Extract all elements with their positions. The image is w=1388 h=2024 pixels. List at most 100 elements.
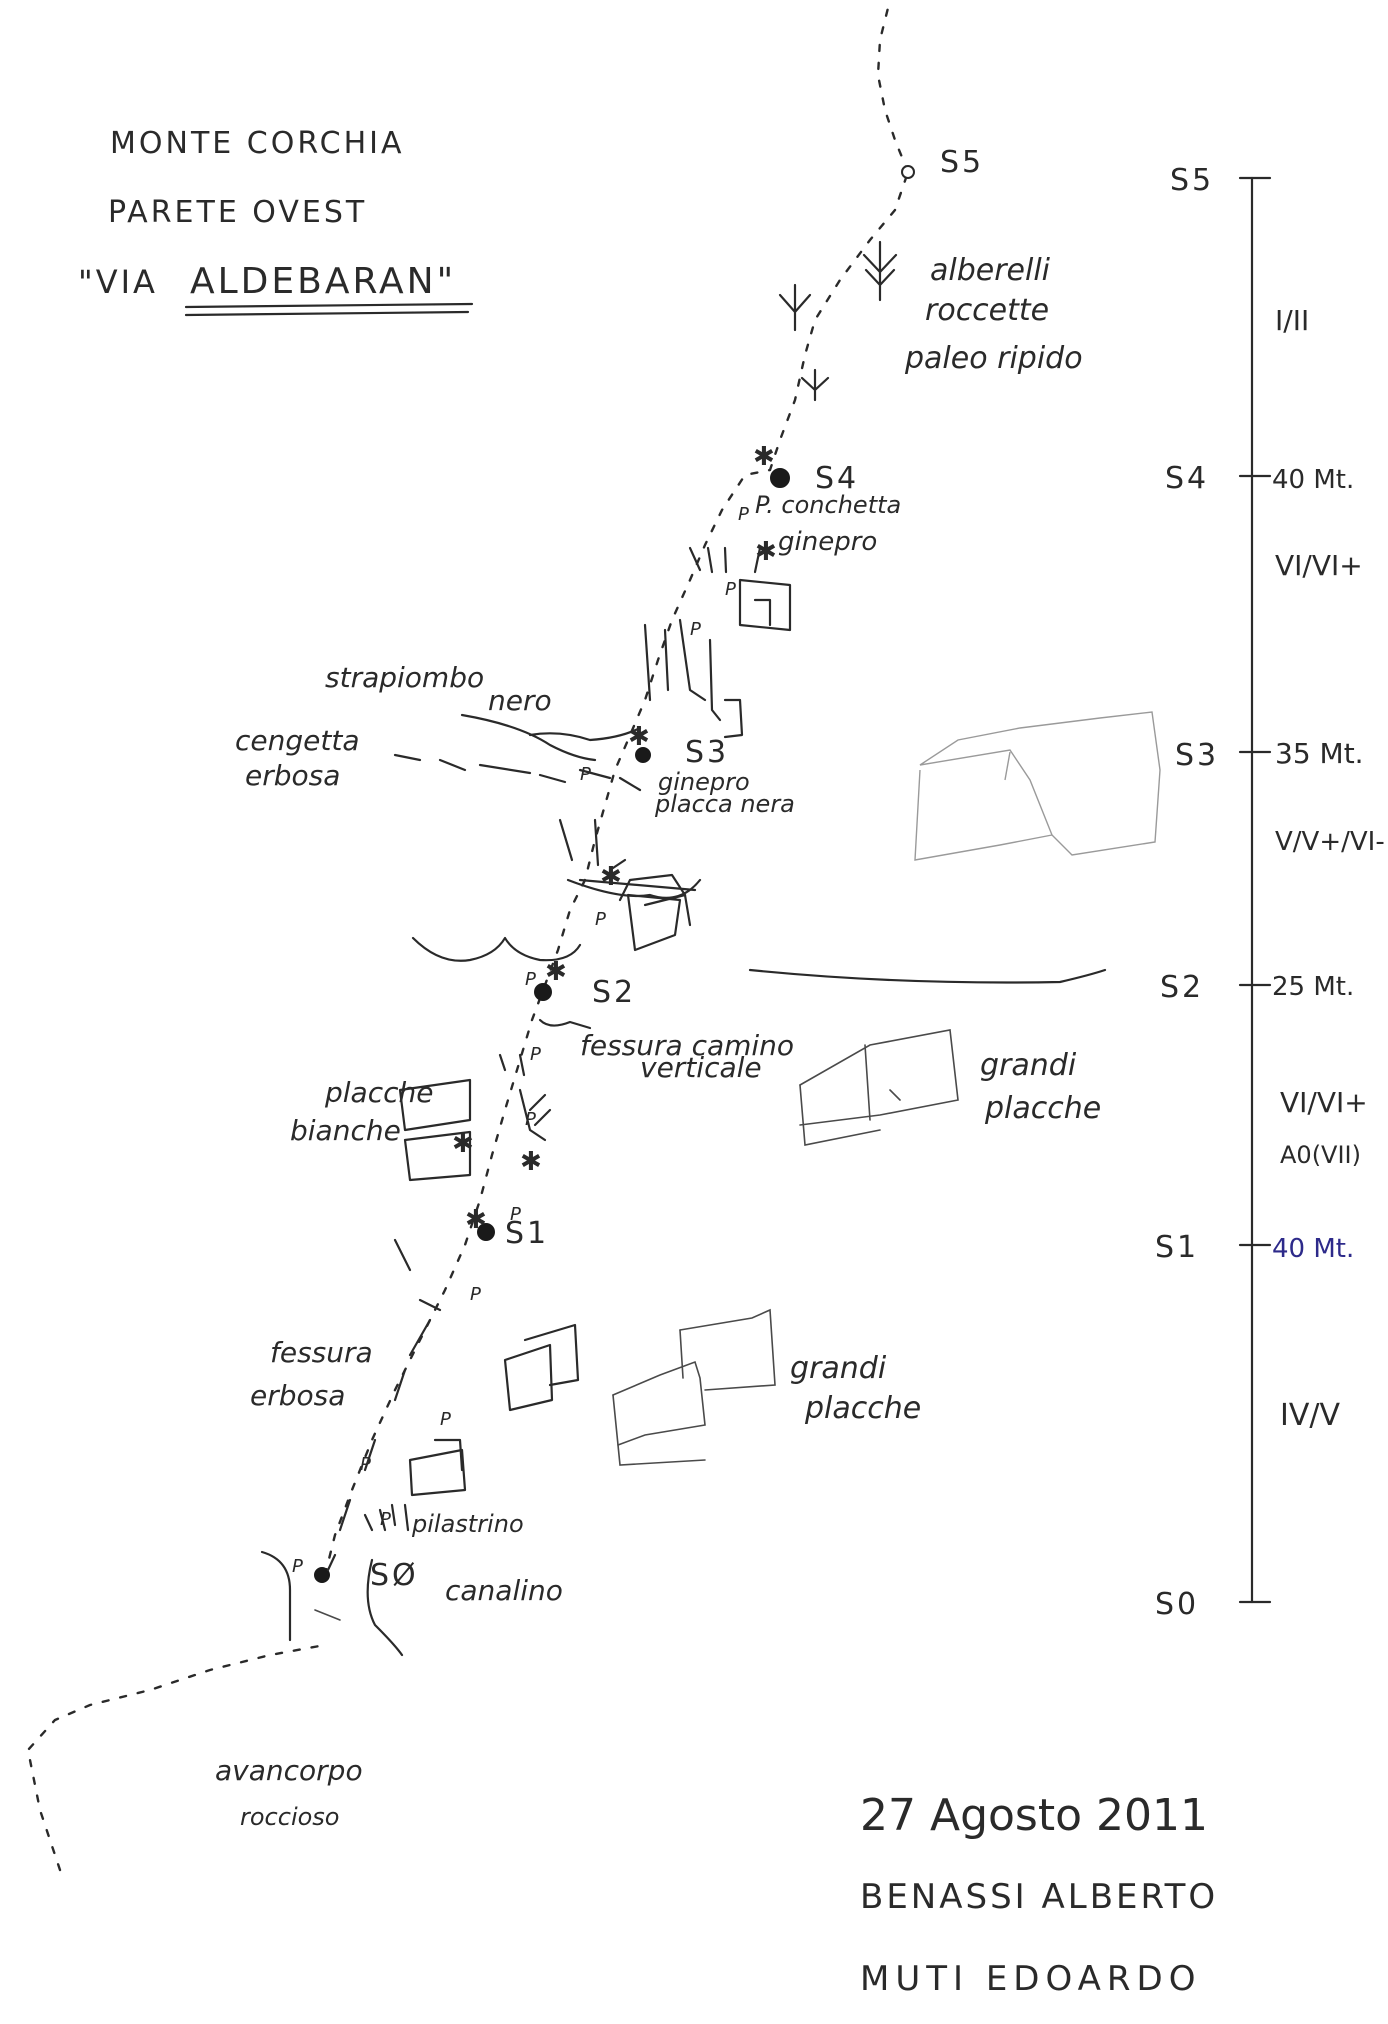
note-paleo-ripido: paleo ripido: [904, 341, 1083, 376]
grade-pitch-5: I/II: [1275, 304, 1309, 337]
shrub-icon: [688, 546, 762, 574]
note-conchetta: P. conchetta: [755, 491, 901, 519]
title-block: MONTE CORCHIA PARETE OVEST "VIA ALDEBARA…: [78, 126, 474, 317]
note-ginepro-2: ginepro: [658, 768, 750, 796]
grade-pitch-3: V/V+/VI-: [1275, 827, 1385, 857]
note-placche: placche: [324, 1076, 433, 1109]
scale-label-s3: S3: [1175, 738, 1219, 773]
scale-label-s5: S5: [1170, 163, 1214, 198]
belay-label-s1: S1: [505, 1216, 549, 1251]
note-strapiombo: strapiombo: [325, 661, 484, 694]
title-line-2: PARETE OVEST: [108, 195, 367, 230]
asterisk-icon: ✱: [465, 1205, 487, 1235]
scale-label-s1: S1: [1155, 1230, 1199, 1265]
piton-icon: P: [380, 1509, 391, 1530]
piton-icon: P: [530, 1044, 541, 1065]
grade-pitch-1: IV/V: [1280, 1398, 1340, 1433]
note-placca-nera: placca nera: [654, 790, 795, 818]
asterisk-marks: ✱ ✱ ✱ ✱ ✱ ✱ ✱ ✱: [452, 442, 777, 1235]
pitch-length-s4: 40 Mt.: [1272, 465, 1354, 495]
piton-icon: P: [725, 579, 736, 600]
pitch-length-s2: 25 Mt.: [1272, 972, 1354, 1002]
strapiombo-nero-line: [460, 713, 642, 762]
ledge-s2-line: [748, 968, 1107, 984]
grade-pitch-2: VI/VI+: [1280, 1086, 1368, 1119]
asterisk-icon: ✱: [452, 1129, 474, 1159]
canalino-left-wall: [260, 1550, 292, 1642]
cengetta-erbosa-line: [393, 753, 642, 792]
note-fessura: fessura: [270, 1336, 373, 1369]
note-alberelli: alberelli: [930, 253, 1051, 288]
belay-s3: [635, 747, 651, 763]
piton-icon: P: [525, 969, 536, 990]
grandi-placche-lower: [612, 1308, 776, 1466]
author-1: BENASSI ALBERTO: [860, 1877, 1218, 1917]
pitch-scale: S5 S4 S3 S2 S1 S0 40 Mt. 35 Mt. 25 Mt. 4…: [1155, 163, 1385, 1622]
overhang-lines: [393, 713, 1107, 1312]
note-bianche: bianche: [290, 1114, 401, 1147]
piton-icon: P: [470, 1284, 481, 1305]
piton-icon: P: [292, 1556, 303, 1577]
piton-icon: P: [440, 1409, 451, 1430]
pitch-length-s1: 40 Mt.: [1272, 1234, 1354, 1264]
note-grandi-upper: grandi: [980, 1048, 1077, 1083]
ledge-line: [411, 936, 582, 962]
route-annotations: alberelli roccette paleo ripido P. conch…: [215, 253, 1101, 1831]
shrub-icons: [688, 240, 898, 574]
note-roccioso: roccioso: [240, 1803, 339, 1831]
tree-icon: [862, 240, 898, 302]
piton-icon: P: [690, 619, 701, 640]
piton-icon: P: [525, 1109, 536, 1130]
belay-label-s3: S3: [685, 735, 729, 770]
belay-s1: [477, 1223, 495, 1241]
tree-icon: [778, 283, 812, 332]
belay-label-s2: S2: [592, 975, 636, 1010]
asterisk-icon: ✱: [545, 957, 567, 987]
note-avancorpo: avancorpo: [215, 1754, 363, 1787]
note-ginepro-1: ginepro: [778, 527, 877, 557]
note-pilastrino: pilastrino: [411, 1510, 524, 1538]
note-erbosa: erbosa: [245, 759, 340, 792]
grade-pitch-2-aid: A0(VII): [1280, 1141, 1361, 1169]
note-verticale: verticale: [640, 1051, 762, 1084]
canalino-right-wall: [366, 1558, 404, 1657]
title-underline: [184, 302, 474, 309]
grade-pitch-4: VI/VI+: [1275, 549, 1363, 582]
route-date: 27 Agosto 2011: [860, 1790, 1208, 1841]
pitch-length-s3: 35 Mt.: [1275, 737, 1364, 770]
note-fessura-camino: fessura camino: [580, 1029, 794, 1062]
scale-label-s4: S4: [1165, 461, 1209, 496]
title-line-1: MONTE CORCHIA: [110, 126, 405, 161]
note-canalino: canalino: [445, 1574, 563, 1607]
asterisk-icon: ✱: [600, 862, 622, 892]
piton-marks: P P P P P P P P P P P P P P: [292, 504, 749, 1577]
asterisk-icon: ✱: [520, 1147, 542, 1177]
piton-icon: P: [738, 504, 749, 525]
note-nero: nero: [488, 684, 552, 717]
piton-icon: P: [360, 1454, 371, 1475]
belay-s2: [534, 983, 552, 1001]
title-line-3-prefix: "VIA: [78, 263, 158, 301]
grandi-placche-upper: [799, 1029, 959, 1146]
note-grandi-lower: grandi: [790, 1351, 887, 1386]
belay-s0: [314, 1567, 330, 1583]
note-cengetta: cengetta: [235, 724, 359, 757]
note-placche-upper: placche: [984, 1091, 1101, 1126]
scale-label-s2: S2: [1160, 970, 1204, 1005]
note-erbosa-2: erbosa: [250, 1379, 345, 1412]
base-canalino: [260, 1550, 404, 1657]
exit-path: [876, 6, 910, 174]
route-line: [323, 170, 910, 1577]
piton-icon: P: [580, 764, 591, 785]
tree-icon: [800, 368, 830, 402]
asterisk-icon: ✱: [753, 442, 775, 472]
background-slabs: [914, 711, 1161, 861]
title-underline-2: [184, 310, 470, 317]
piton-icon: P: [510, 1204, 521, 1225]
dihedral: [643, 618, 707, 702]
belay-label-s4: S4: [815, 461, 859, 496]
belay-label-s0: SØ: [370, 1558, 419, 1593]
pilastrino-mark: [363, 1503, 410, 1532]
note-roccette: roccette: [925, 293, 1049, 328]
